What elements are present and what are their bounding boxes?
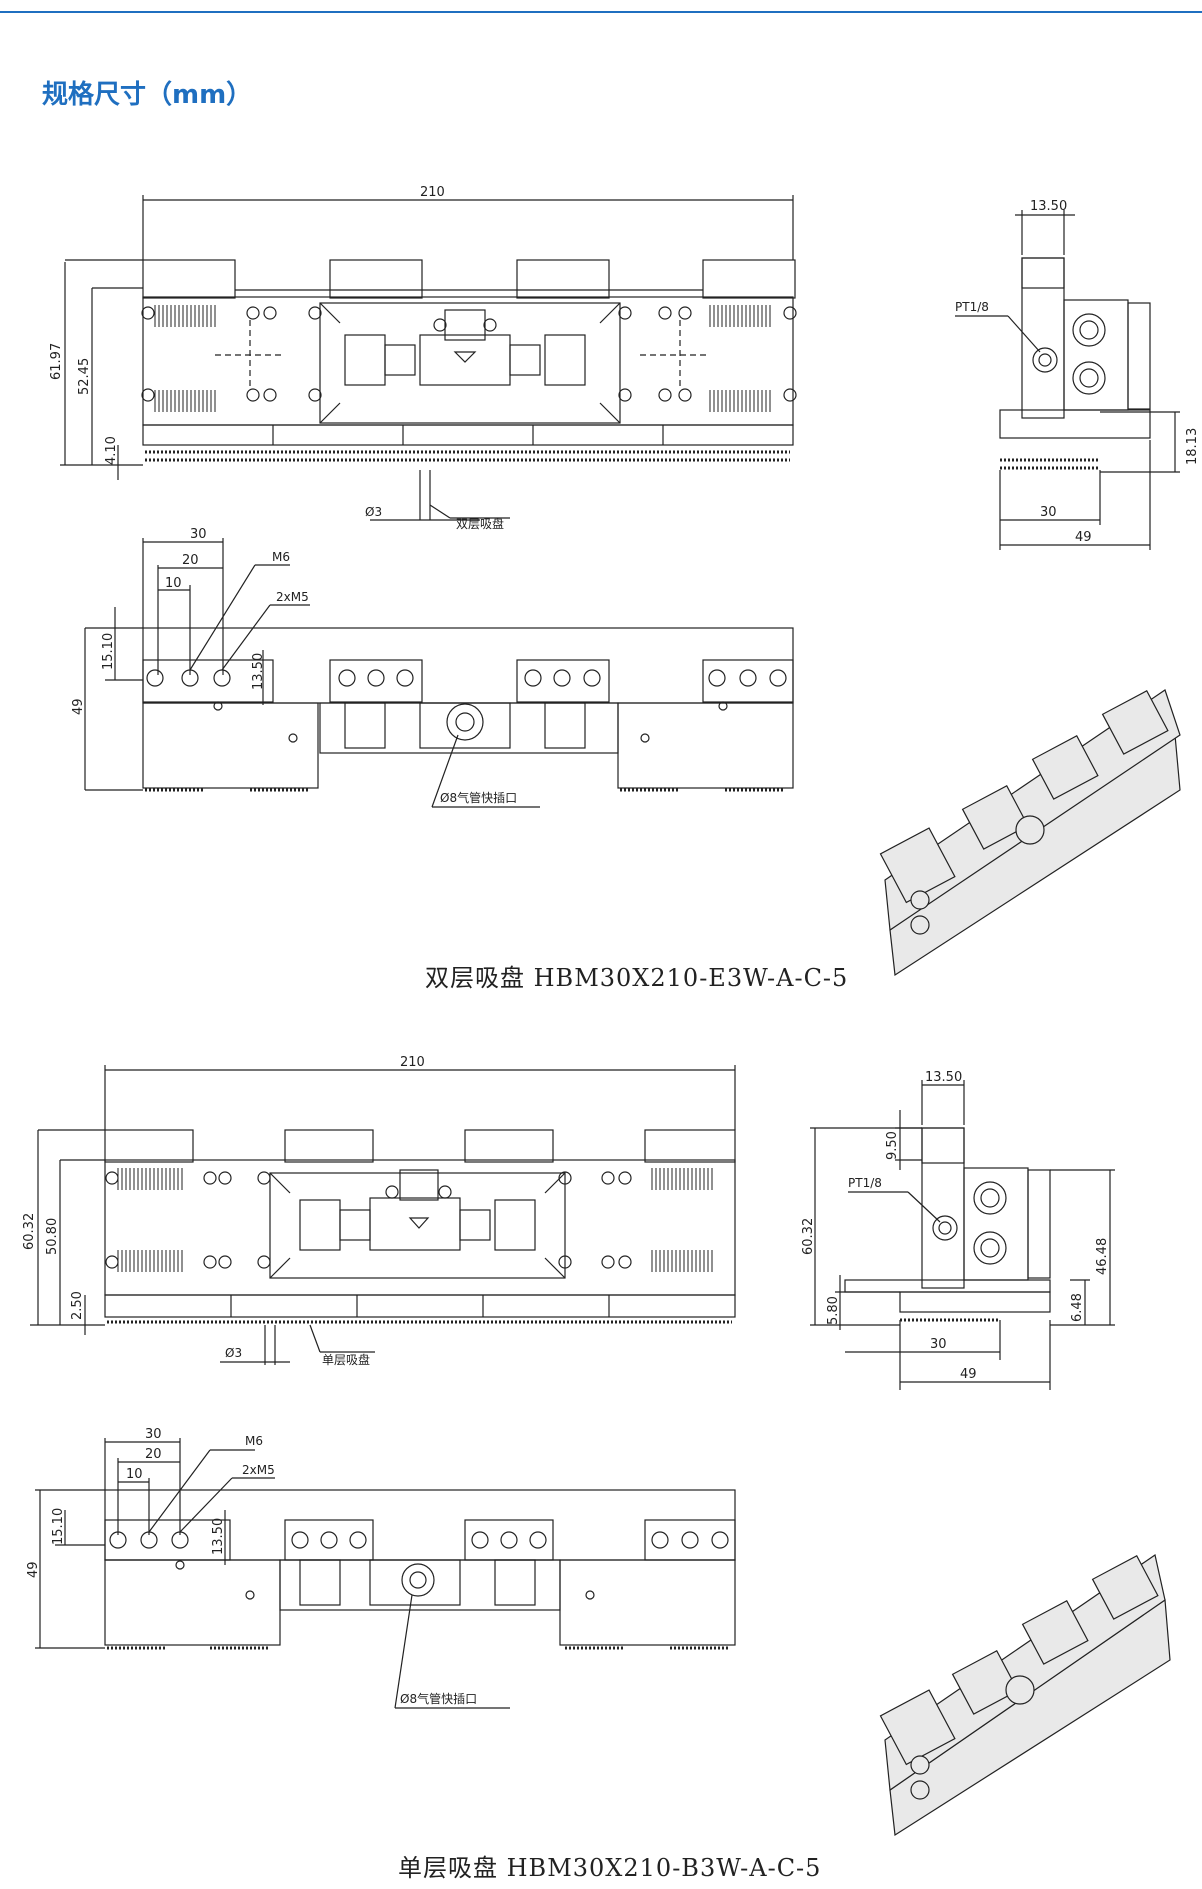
page-title: 规格尺寸（mm）: [42, 80, 253, 110]
double-front-h3: 4.10: [104, 436, 119, 465]
double-side-pt: PT1/8: [955, 300, 989, 314]
single-side-pt: PT1/8: [848, 1176, 882, 1190]
double-front-width: 210: [420, 185, 445, 200]
single-top-h2: 13.50: [211, 1518, 226, 1555]
single-front-view: [30, 1065, 736, 1365]
single-top-view: [35, 1438, 736, 1709]
single-top-h3: 49: [26, 1561, 41, 1578]
single-side-w3: 49: [960, 1367, 977, 1382]
double-top-h1: 15.10: [101, 633, 116, 670]
single-front-width: 210: [400, 1055, 425, 1070]
double-top-view: [84, 538, 794, 808]
double-top-c: 10: [165, 576, 182, 591]
double-top-port: Ø8气管快插口: [440, 790, 517, 805]
single-side-h1: 60.32: [801, 1218, 816, 1255]
double-front-dia: Ø3: [365, 505, 382, 519]
single-side-h2: 46.48: [1095, 1238, 1110, 1275]
single-side-w2: 30: [930, 1337, 947, 1352]
double-iso-view: [879, 689, 1181, 977]
single-side-h4: 6.48: [1070, 1293, 1085, 1322]
single-top-h1: 15.10: [51, 1508, 66, 1545]
double-side-w3: 49: [1075, 530, 1092, 545]
double-front-label: 双层吸盘: [456, 516, 504, 531]
single-top-port: Ø8气管快插口: [400, 1691, 477, 1706]
single-side-view: [810, 1080, 1115, 1390]
double-top-h2: 13.50: [251, 653, 266, 690]
double-front-view: [60, 195, 797, 521]
double-side-w1: 13.50: [1030, 199, 1067, 214]
single-front-h2: 50.80: [45, 1218, 60, 1255]
single-top-m6: M6: [245, 1434, 263, 1448]
single-side-h3: 5.80: [826, 1296, 841, 1325]
double-top-b: 20: [182, 553, 199, 568]
single-top-b: 20: [145, 1447, 162, 1462]
double-side-view: [955, 210, 1180, 550]
single-top-a: 30: [145, 1427, 162, 1442]
single-side-w1: 13.50: [925, 1070, 962, 1085]
single-front-h3: 2.50: [70, 1291, 85, 1320]
header-rule: [0, 11, 1202, 13]
double-front-h1: 61.97: [49, 343, 64, 380]
single-top-m5: 2xM5: [242, 1463, 275, 1477]
double-top-a: 30: [190, 527, 207, 542]
single-front-label: 单层吸盘: [322, 1352, 370, 1367]
double-top-m6: M6: [272, 550, 290, 564]
double-caption: 双层吸盘 HBM30X210-E3W-A-C-5: [425, 964, 849, 992]
double-top-m5: 2xM5: [276, 590, 309, 604]
single-front-h1: 60.32: [22, 1213, 37, 1250]
single-caption: 单层吸盘 HBM30X210-B3W-A-C-5: [398, 1854, 822, 1882]
single-iso-view: [879, 1554, 1171, 1837]
double-front-h2: 52.45: [77, 358, 92, 395]
single-top-c: 10: [126, 1467, 143, 1482]
double-side-h: 18.13: [1185, 428, 1200, 465]
double-top-h3: 49: [71, 698, 86, 715]
double-side-w2: 30: [1040, 505, 1057, 520]
single-side-h0: 9.50: [885, 1131, 900, 1160]
single-front-dia: Ø3: [225, 1346, 242, 1360]
